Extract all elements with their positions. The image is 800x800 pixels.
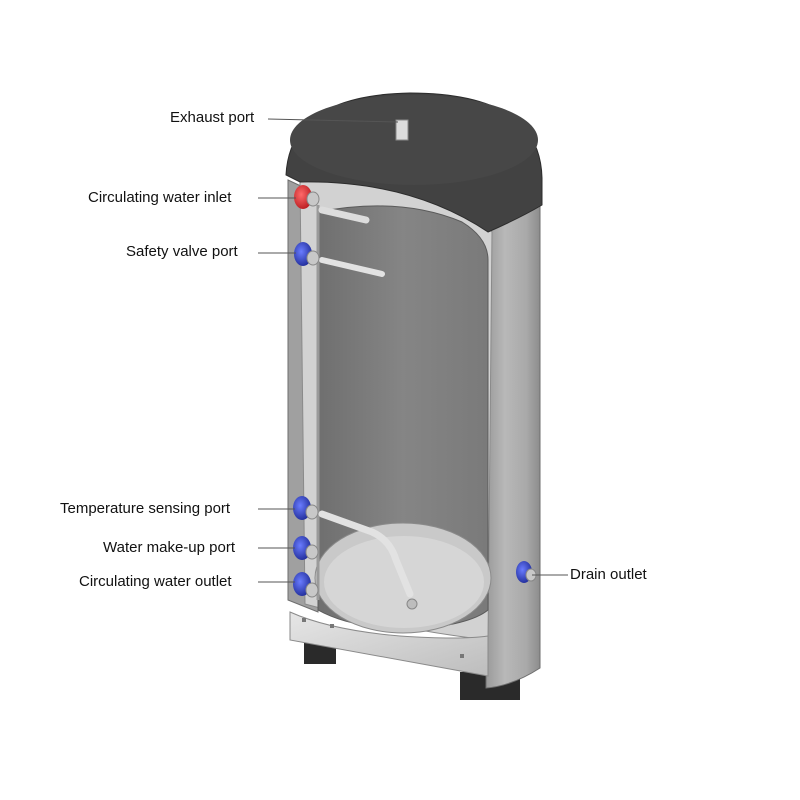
base-bolt-1 [302,618,306,622]
label-water-makeup-port: Water make-up port [103,539,235,557]
base-bolt-2 [330,624,334,628]
label-safety-valve-port: Safety valve port [126,243,238,261]
label-circulating-water-inlet: Circulating water inlet [88,189,231,207]
base-bolt-3 [460,654,464,658]
label-temperature-sensing-port: Temperature sensing port [60,500,230,518]
label-drain-outlet: Drain outlet [570,566,647,584]
sensor-bulb [407,599,417,609]
exhaust-port-stub [396,120,408,140]
outer-shell [486,205,540,688]
top-cap-surface [290,95,538,185]
label-exhaust-port: Exhaust port [170,109,254,127]
label-circulating-water-outlet: Circulating water outlet [79,573,232,591]
